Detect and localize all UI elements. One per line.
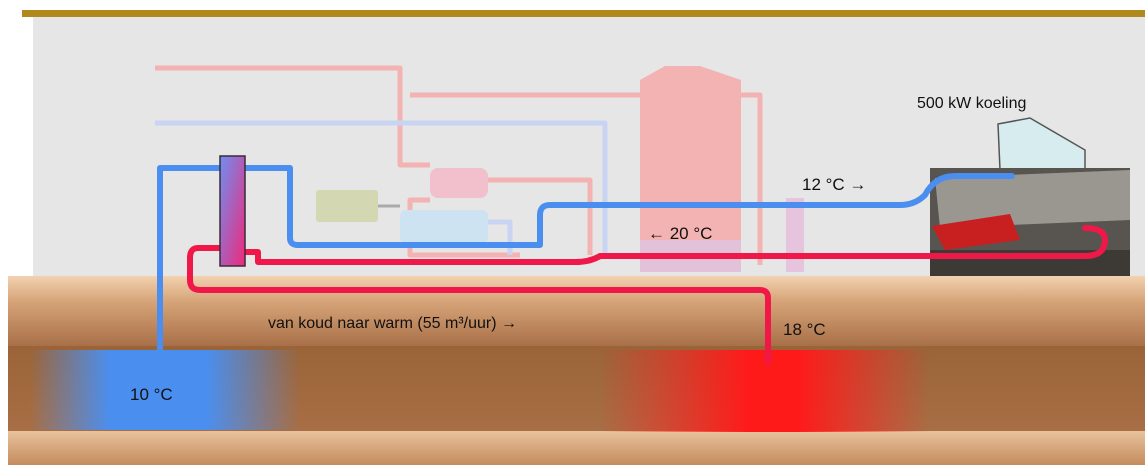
cooling-hood — [997, 117, 1086, 171]
buffer-tank-icon — [640, 66, 741, 272]
faded-cold-pipe — [155, 120, 608, 255]
warm-pipe-return — [242, 225, 1108, 265]
supply-temperature-label: 12 °C → — [802, 175, 867, 194]
flow-rate-label: van koud naar warm (55 m³/uur) → — [268, 315, 517, 332]
warm-pipe-aquifer — [187, 245, 771, 365]
cold-pipe-supply — [157, 165, 223, 355]
building-roof — [22, 10, 1145, 17]
ground-lower-layer — [8, 431, 1145, 465]
small-vessel — [786, 198, 804, 272]
ground-upper-layer — [8, 276, 1145, 346]
cold-well-temperature-label: 10 °C — [130, 385, 173, 404]
faded-warm-pipe — [488, 177, 593, 255]
cooling-conveyor — [935, 170, 1130, 228]
heat-exchanger-icon — [219, 155, 246, 267]
cooling-tray — [932, 214, 1020, 250]
warm-well-temperature-label: 18 °C — [783, 320, 826, 339]
faded-warm-pipe — [410, 92, 763, 265]
faded-warm-pipe — [155, 65, 430, 168]
cold-pipe-building — [242, 165, 1015, 248]
motor-icon — [316, 190, 378, 222]
chiller-icon — [400, 210, 488, 244]
cold-well-plume — [30, 350, 300, 430]
main-circuit — [157, 165, 1108, 365]
warm-well-plume — [600, 350, 930, 432]
cooling-capacity-label: 500 kW koeling — [917, 95, 1027, 112]
heat-pump-icon — [430, 168, 488, 198]
return-temperature-label: ← 20 °C — [648, 224, 713, 243]
